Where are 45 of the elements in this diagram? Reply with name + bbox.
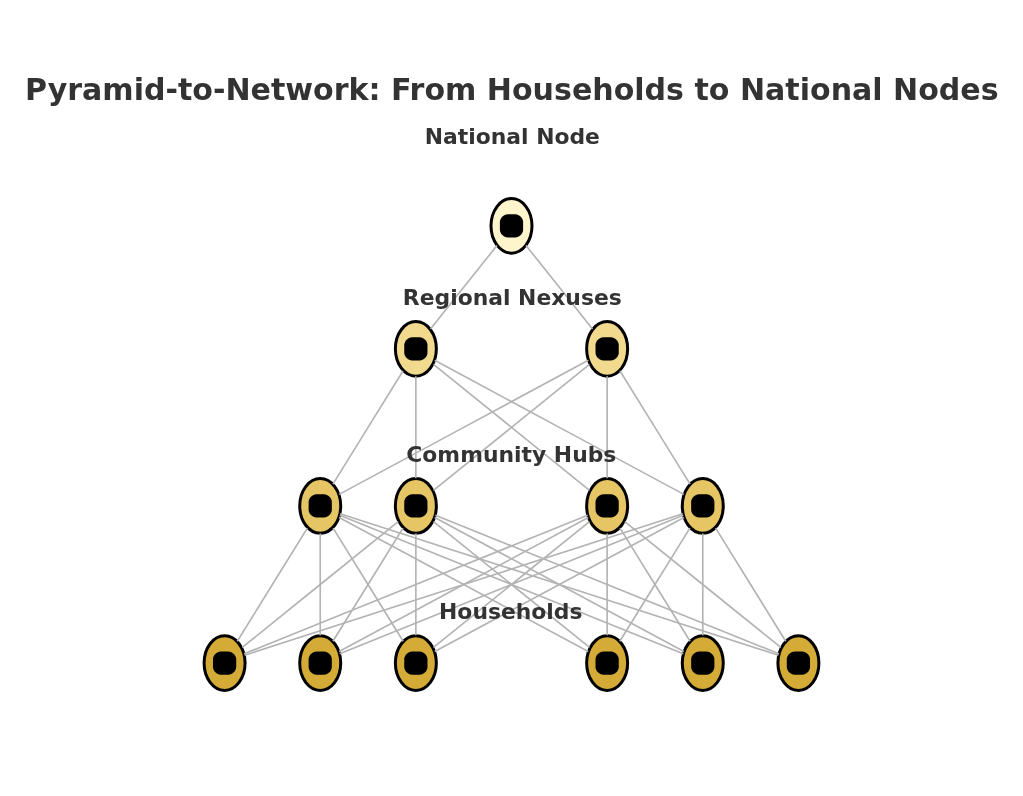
connector [525, 244, 594, 330]
connector [339, 512, 780, 657]
label: National Node [424, 123, 600, 149]
connector [236, 527, 309, 642]
connector [415, 375, 417, 480]
connector [619, 370, 691, 485]
diagram-title: Pyramid-to-Network: From Households to National Nodes [25, 71, 999, 107]
node-circle [680, 477, 725, 535]
connector [619, 527, 691, 642]
connector [434, 514, 780, 655]
node-circle [298, 477, 343, 535]
connector [432, 363, 591, 492]
node-circle [680, 634, 725, 692]
connector [714, 527, 787, 642]
connector [432, 520, 591, 649]
label: Households [439, 599, 583, 625]
connector [433, 516, 685, 653]
connector [319, 532, 322, 637]
connector [606, 375, 608, 480]
node-circle [489, 197, 534, 255]
node-circle [776, 634, 821, 692]
connector [338, 514, 685, 655]
connector [338, 516, 590, 653]
connector [623, 520, 782, 649]
connector [332, 527, 404, 642]
node-circle [585, 320, 630, 378]
node-circle [202, 634, 247, 692]
node-circle [393, 477, 438, 535]
connector [338, 359, 590, 496]
label: Regional Nexuses [402, 284, 622, 310]
node-circle [393, 634, 438, 692]
connector [415, 532, 417, 637]
connector [241, 520, 400, 649]
connector [243, 514, 589, 655]
node-circle [585, 634, 630, 692]
node-circle [585, 477, 630, 535]
node-circle [298, 634, 343, 692]
connector [243, 512, 684, 657]
connector [332, 370, 404, 485]
connector [606, 532, 608, 637]
connector [433, 359, 685, 496]
connector [429, 244, 498, 330]
connector [701, 532, 704, 637]
node-circle [393, 320, 438, 378]
label: Community Hubs [406, 441, 617, 467]
